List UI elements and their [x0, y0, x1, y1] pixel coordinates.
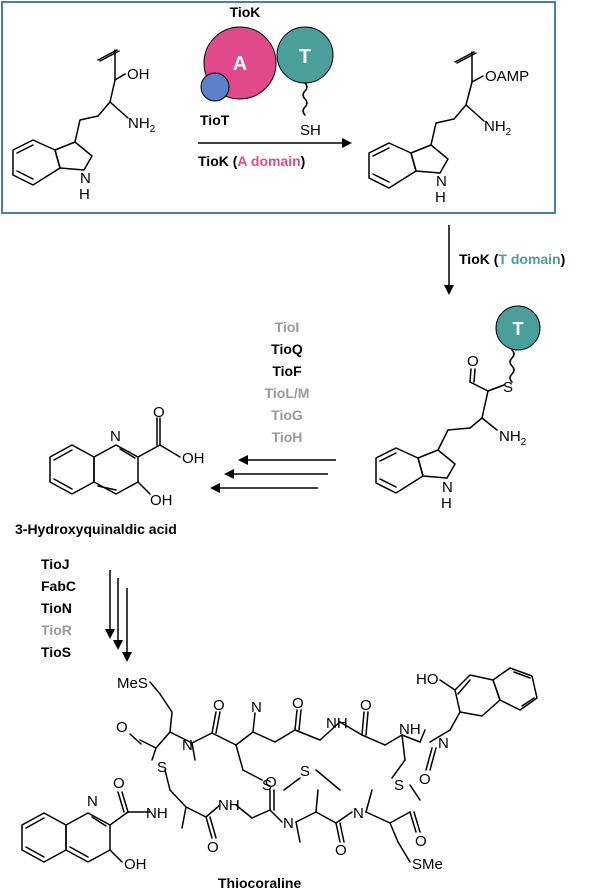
a-domain-box — [1, 1, 556, 214]
thioester-s: S — [503, 379, 513, 396]
enzyme-list-step4: TioJ FabC TioN TioR TioS — [41, 556, 76, 660]
enzyme-tior: TioR — [41, 622, 72, 638]
thioester-indole-n: N — [442, 479, 453, 496]
thioester-amine: NH2 — [499, 428, 527, 448]
trp-indole-n: N — [80, 170, 91, 187]
thiocoraline-structure — [21, 667, 538, 863]
trp-amine: NH2 — [128, 115, 156, 135]
thiocoraline-atom-s1: S — [157, 759, 167, 776]
thiocoraline-atom-n4: N — [87, 793, 98, 810]
thiol-sh: SH — [300, 122, 321, 139]
thiocoraline-atom-o1: O — [116, 719, 128, 736]
thioester-o: O — [467, 353, 479, 370]
enzyme-tioi: TioI — [275, 319, 300, 335]
t-domain-letter: T — [299, 46, 311, 68]
enzyme-tioq: TioQ — [271, 341, 303, 357]
hqa-name: 3-Hydroxyquinaldic acid — [15, 521, 177, 537]
thioester-amine-nh: NH — [499, 428, 521, 445]
thiocoraline-atom-o4: O — [360, 697, 372, 714]
thiocoraline-atom-o7: O — [207, 839, 219, 856]
thiocoraline-atom-nh3: NH — [146, 805, 168, 822]
thiocoraline-name: Thiocoraline — [218, 875, 301, 891]
thiocoraline-atom-n5: N — [283, 815, 294, 832]
enzyme-tiol-m: TioL/M — [265, 385, 310, 401]
thiocoraline-atom-n2: N — [251, 699, 262, 716]
hqa-structure — [49, 417, 181, 495]
thiocoraline-atom-s4: S — [394, 777, 404, 794]
thiocoraline-sme-bottom: SMe — [412, 856, 443, 873]
adenylate-structure — [368, 51, 485, 189]
thiocoraline-atom-o2: O — [213, 697, 225, 714]
enzyme-tiof: TioF — [272, 363, 302, 379]
thiocoraline-atom-o5: O — [419, 771, 431, 788]
hqa-ring-n: N — [110, 428, 121, 445]
enzyme-list-step3: TioI TioQ TioF TioL/M TioG TioH — [265, 319, 310, 445]
enzyme-fabc: FabC — [41, 578, 76, 594]
adenylate-amine-sub: 2 — [506, 127, 512, 138]
tiot-label: TioT — [200, 112, 230, 128]
trp-amine-sub: 2 — [150, 124, 156, 135]
thiocoraline-sme-top: MeS — [117, 675, 148, 692]
enzyme-tiog: TioG — [271, 407, 303, 423]
thiocoraline-hydroxyl-top: HO — [416, 671, 439, 688]
adenylate-amine: NH2 — [484, 118, 512, 138]
t-domain-thioester-circle — [495, 305, 541, 351]
tryptophan-structure — [12, 49, 129, 186]
thiocoraline-atom-o9: O — [335, 842, 347, 859]
trp-amine-nh: NH — [128, 115, 150, 132]
hqa-hydroxyl: OH — [150, 492, 173, 509]
adenylate-amine-nh: NH — [484, 118, 506, 135]
thiocoraline-atom-nh4: NH — [218, 797, 240, 814]
thiocoraline-atom-n3: N — [438, 735, 449, 752]
tiok-a-domain-label: TioK (A domain) — [198, 153, 305, 169]
enzyme-tioh: TioH — [272, 429, 303, 445]
tiot-circle — [200, 72, 230, 102]
thiocoraline-atom-o8: O — [265, 774, 277, 791]
adenylate-indole-h: H — [435, 189, 446, 206]
thioester-structure — [375, 349, 515, 494]
thioester-t-letter: T — [513, 319, 524, 339]
thiocoraline-atom-nh2: NH — [399, 721, 421, 738]
thiocoraline-hydroxyl-bottom: OH — [124, 856, 147, 873]
hqa-acid-oh: OH — [182, 450, 205, 467]
thiocoraline-atom-s2: S — [262, 777, 272, 794]
thioester-amine-sub: 2 — [521, 437, 527, 448]
trp-indole-h: H — [79, 186, 90, 203]
thiocoraline-atom-o10: O — [415, 833, 427, 850]
thiocoraline-atom-nh1: NH — [326, 715, 348, 732]
thiocoraline-atom-o3: O — [292, 695, 304, 712]
tiok-title: TioK — [230, 4, 261, 20]
thiocoraline-atom-n6: N — [353, 805, 364, 822]
hqa-carbonyl-o: O — [153, 404, 165, 421]
thioester-indole-h: H — [441, 495, 452, 512]
trp-acid-oh: OH — [127, 66, 150, 83]
a-domain-letter: A — [233, 53, 247, 75]
enzyme-tioj: TioJ — [41, 556, 70, 572]
thiocoraline-atom-s3: S — [300, 763, 310, 780]
enzyme-tion: TioN — [41, 600, 72, 616]
adenylate-indole-n: N — [436, 173, 447, 190]
enzyme-tios: TioS — [41, 644, 71, 660]
thiol-linker — [302, 82, 308, 116]
thiocoraline-atom-o6: O — [113, 775, 125, 792]
adenylate-oamp: OAMP — [485, 68, 529, 85]
tiok-t-domain-label: TioK (T domain) — [459, 251, 565, 267]
thiocoraline-atom-n1: N — [182, 737, 193, 754]
